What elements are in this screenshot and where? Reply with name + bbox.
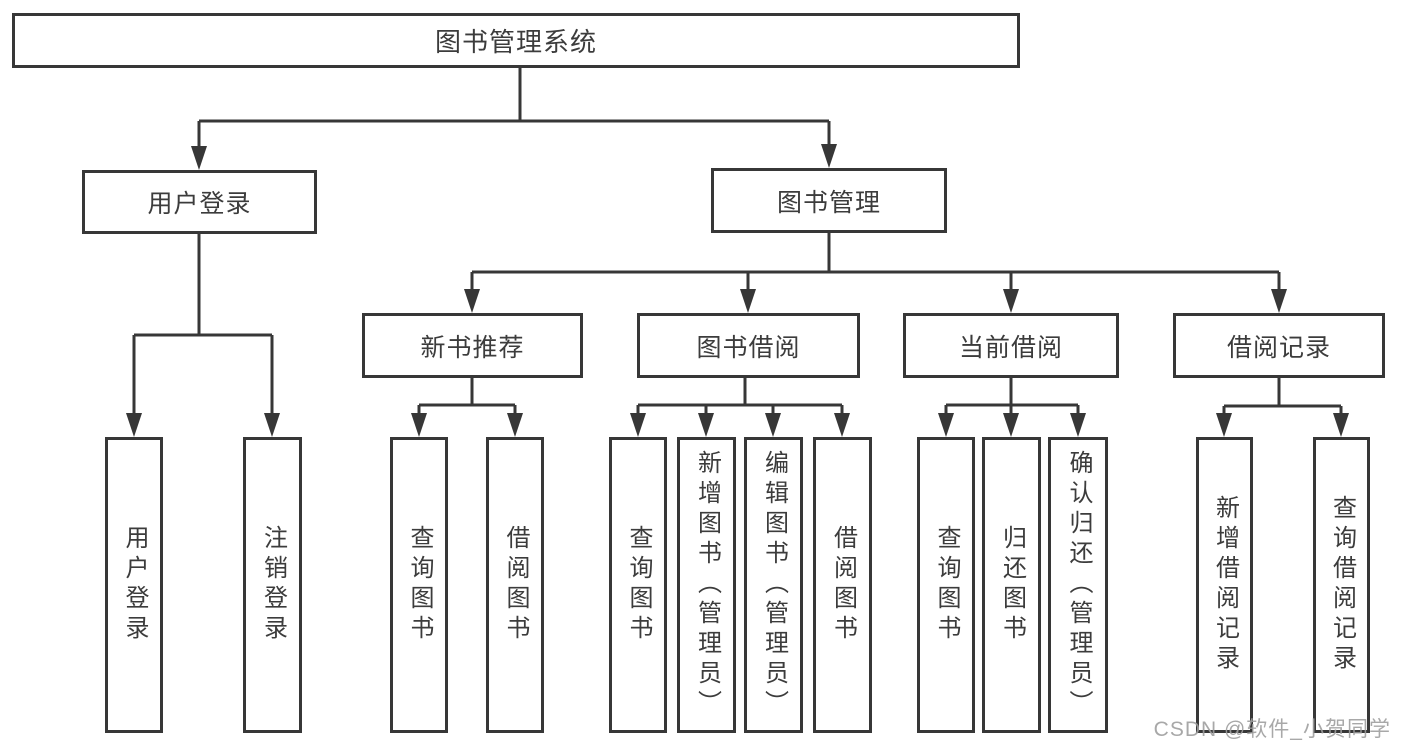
- node-current-borrow: 当前借阅: [903, 313, 1119, 378]
- watermark-text: CSDN @软件_小贺同学: [1153, 718, 1391, 741]
- node-root: 图书管理系统: [12, 13, 1020, 68]
- node-book-management: 图书管理: [711, 168, 947, 233]
- node-root-label: 图书管理系统: [434, 27, 597, 57]
- leaf-borrow-query-book: 查询图书: [609, 437, 667, 733]
- node-new-book-recommend-label: 新书推荐: [420, 333, 525, 362]
- leaf-borrow-edit-book: 编辑图书（管理员）: [744, 437, 803, 733]
- leaf-current-return-book-label: 归还图书: [998, 525, 1026, 645]
- leaf-current-query-book: 查询图书: [917, 437, 975, 733]
- leaf-current-confirm-return: 确认归还（管理员）: [1048, 437, 1108, 733]
- leaf-borrow-query-book-label: 查询图书: [625, 525, 652, 645]
- leaf-current-return-book: 归还图书: [982, 437, 1041, 733]
- node-user-login-label: 用户登录: [147, 190, 252, 218]
- node-user-login: 用户登录: [82, 170, 317, 234]
- node-current-borrow-label: 当前借阅: [958, 333, 1063, 362]
- node-borrow-record-label: 借阅记录: [1226, 333, 1331, 362]
- leaf-logout-label: 注销登录: [259, 525, 287, 645]
- leaf-recommend-borrow-book-label: 借阅图书: [502, 525, 529, 645]
- leaf-recommend-query-book-label: 查询图书: [406, 525, 433, 645]
- leaf-current-query-book-label: 查询图书: [933, 525, 960, 645]
- node-book-borrow: 图书借阅: [637, 313, 860, 378]
- leaf-recommend-query-book: 查询图书: [390, 437, 448, 733]
- node-borrow-record: 借阅记录: [1173, 313, 1385, 378]
- node-book-management-label: 图书管理: [776, 188, 881, 217]
- leaf-record-add-record-label: 新增借阅记录: [1211, 495, 1239, 675]
- leaf-current-confirm-return-label: 确认归还（管理员）: [1065, 450, 1092, 720]
- leaf-record-add-record: 新增借阅记录: [1196, 437, 1253, 733]
- leaf-record-query-record: 查询借阅记录: [1313, 437, 1370, 733]
- leaf-record-query-record-label: 查询借阅记录: [1328, 495, 1356, 675]
- leaf-recommend-borrow-book: 借阅图书: [486, 437, 544, 733]
- node-book-borrow-label: 图书借阅: [696, 333, 801, 362]
- leaf-borrow-add-book: 新增图书（管理员）: [677, 437, 736, 733]
- node-new-book-recommend: 新书推荐: [362, 313, 583, 378]
- leaf-logout: 注销登录: [243, 437, 302, 733]
- leaf-borrow-add-book-label: 新增图书（管理员）: [693, 450, 721, 720]
- leaf-borrow-borrow-book: 借阅图书: [813, 437, 872, 733]
- leaf-borrow-borrow-book-label: 借阅图书: [829, 525, 857, 645]
- leaf-user-login: 用户登录: [105, 437, 163, 733]
- arrowheads: [126, 144, 1349, 437]
- leaf-user-login-label: 用户登录: [121, 525, 148, 645]
- leaf-borrow-edit-book-label: 编辑图书（管理员）: [760, 450, 788, 720]
